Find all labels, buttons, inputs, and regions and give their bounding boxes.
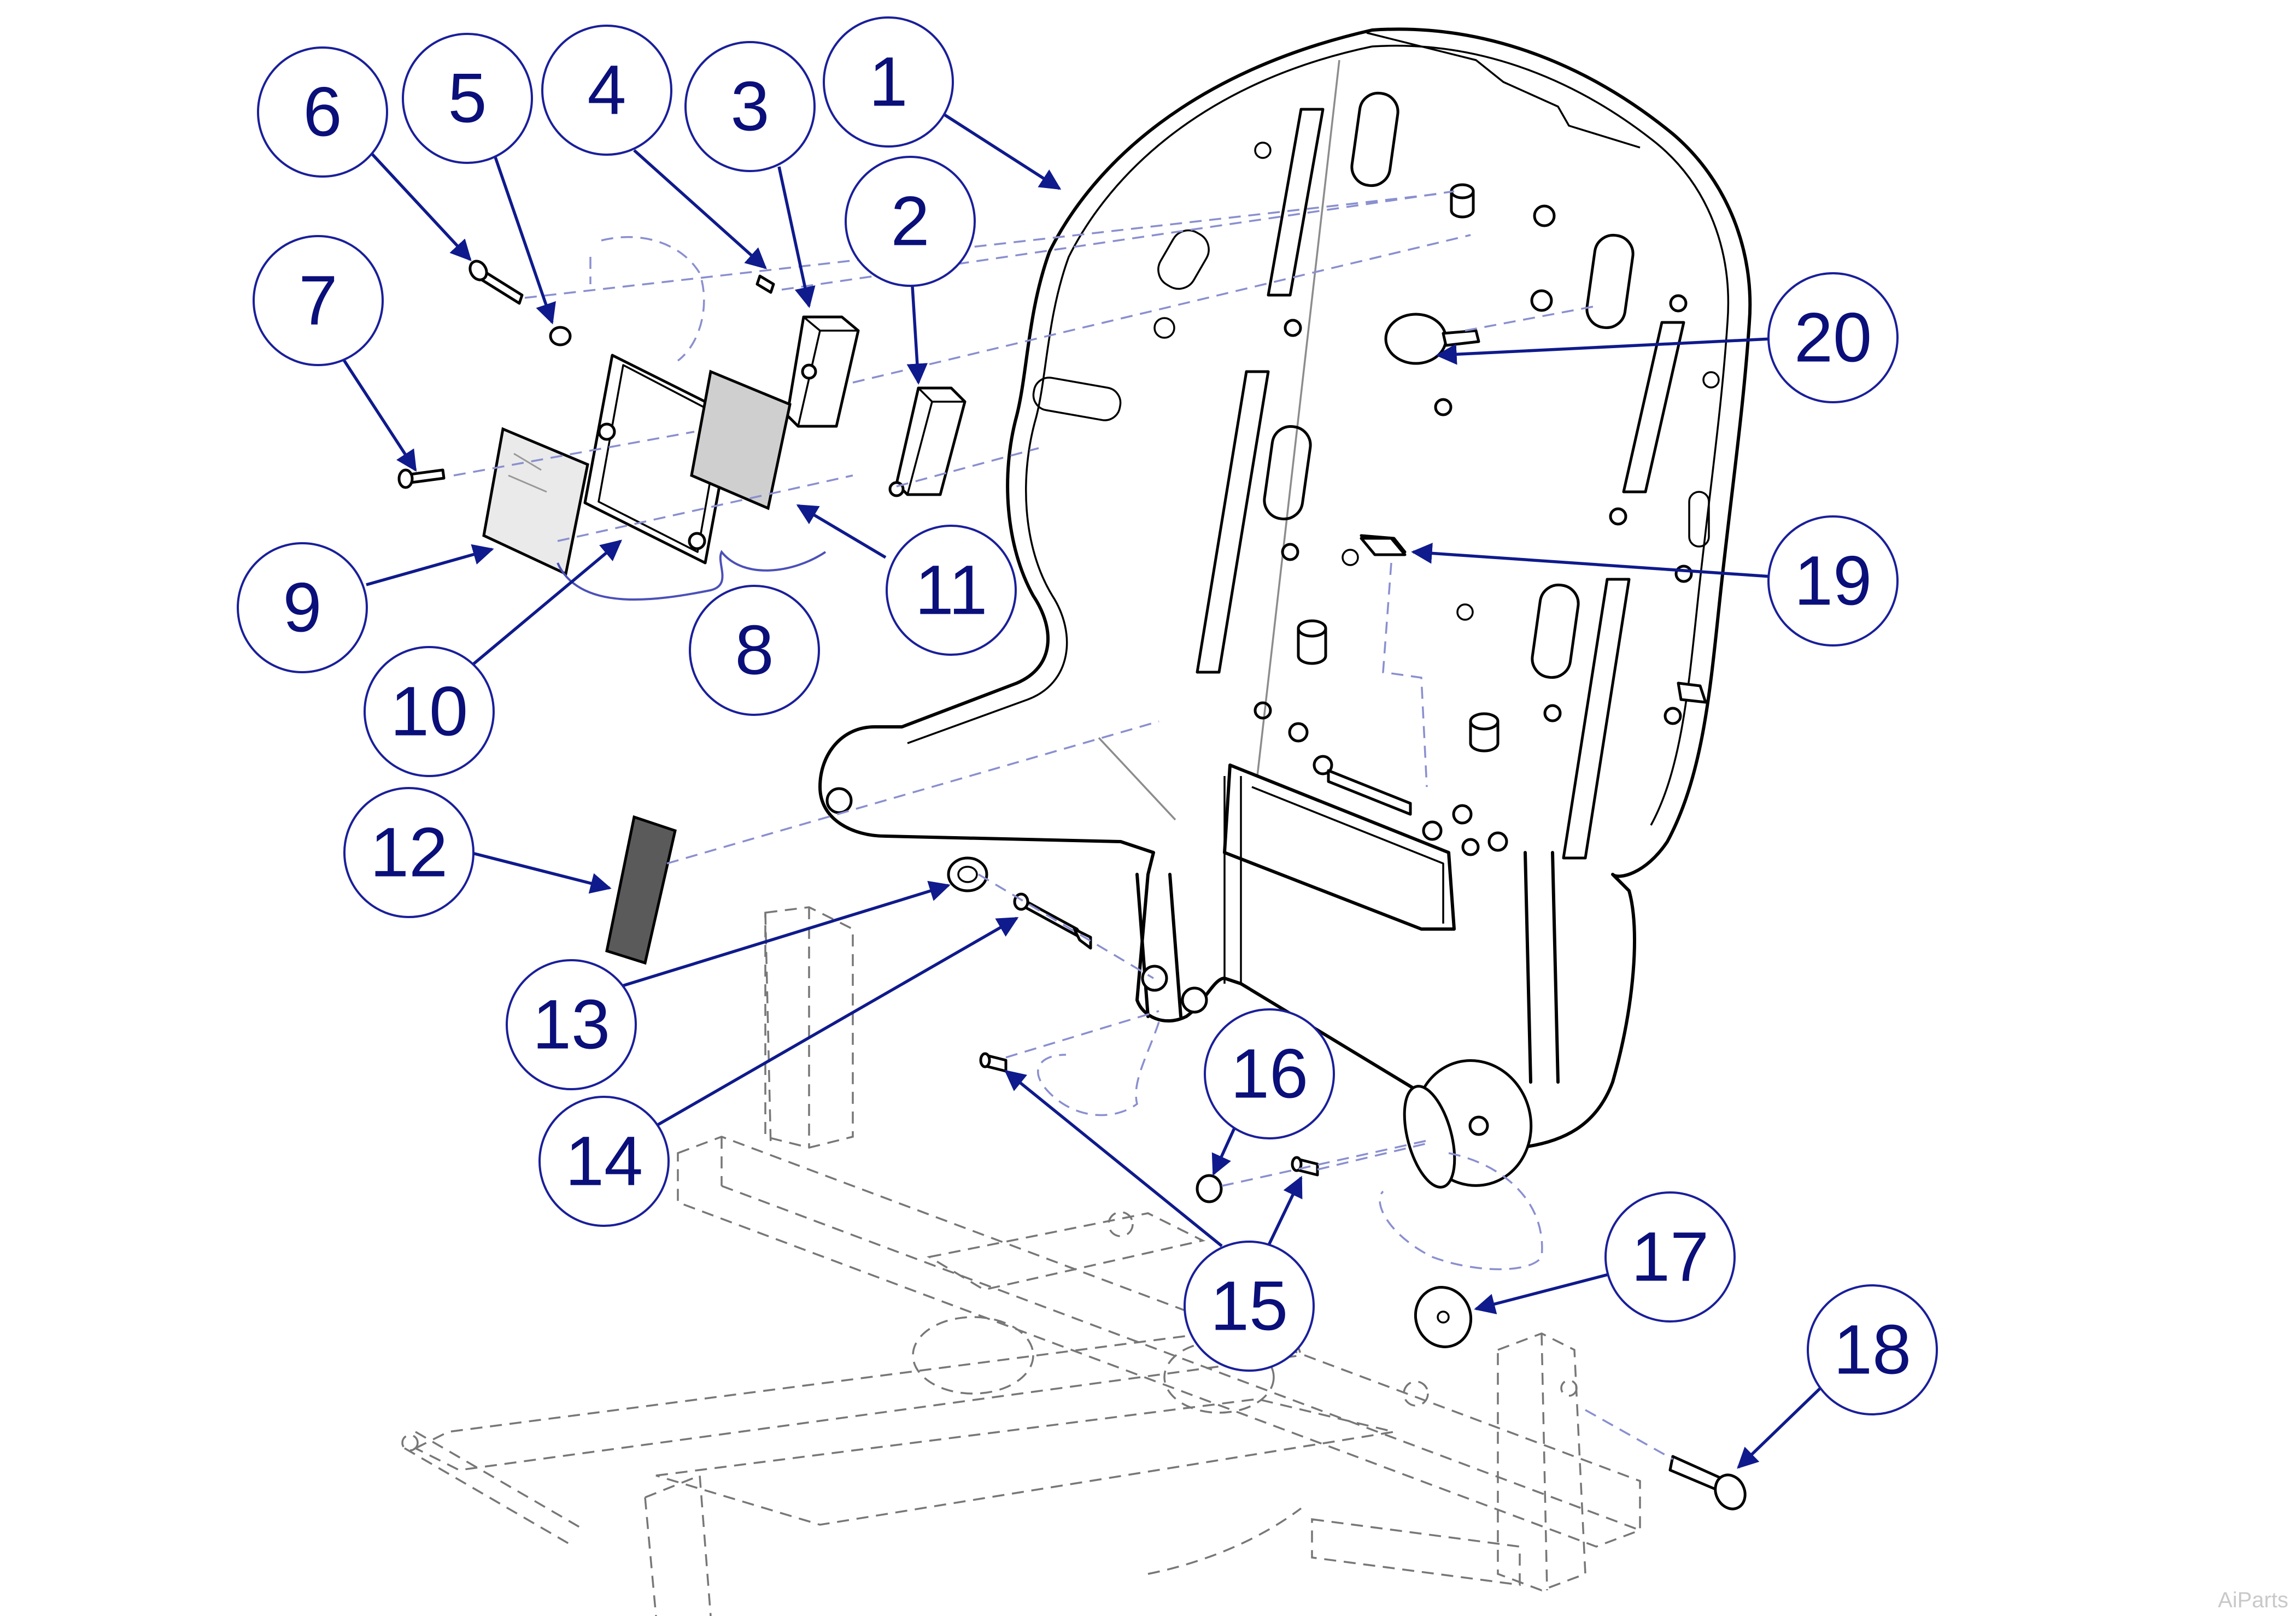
part-20-plug <box>1384 313 1480 365</box>
callout-6: 6 <box>257 46 388 178</box>
plate-standoffs <box>1297 183 1500 753</box>
callout-17: 17 <box>1604 1191 1736 1323</box>
callout-18: 18 <box>1807 1284 1938 1415</box>
callout-8-label: 8 <box>735 612 774 690</box>
part-5-washer <box>549 326 572 346</box>
base-frame-ghost <box>401 906 1641 1616</box>
callout-7-label: 7 <box>298 262 337 340</box>
callout-19: 19 <box>1767 515 1899 647</box>
callout-16-label: 16 <box>1231 1035 1308 1113</box>
callout-17-label: 17 <box>1631 1218 1709 1296</box>
callout-15-label: 15 <box>1210 1267 1288 1345</box>
part-13-bushing <box>947 856 988 892</box>
watermark-text: AiParts <box>2218 1588 2288 1612</box>
part-11-pane <box>690 369 792 510</box>
pane-glare <box>508 453 547 493</box>
part-18-bolt <box>1668 1455 1747 1511</box>
callout-10-label: 10 <box>390 673 468 751</box>
callout-4-label: 4 <box>587 51 626 130</box>
part-6-screw <box>468 260 524 305</box>
part-9-pane <box>482 427 589 576</box>
part-14-pin <box>1013 892 1092 950</box>
callout-7: 7 <box>253 235 384 366</box>
callout-9: 9 <box>237 542 368 673</box>
callout-20: 20 <box>1767 272 1899 403</box>
callout-18-label: 18 <box>1834 1311 1911 1389</box>
assembly-bracket-8 <box>557 550 827 601</box>
callout-11-label: 11 <box>915 551 988 630</box>
callout-5-label: 5 <box>448 60 487 138</box>
callout-2-label: 2 <box>891 183 929 261</box>
callout-13: 13 <box>506 959 637 1090</box>
callout-8: 8 <box>689 585 820 716</box>
callout-9-label: 9 <box>283 569 321 647</box>
part-12-pad <box>605 815 677 965</box>
part-7-screw <box>397 468 446 489</box>
callout-4: 4 <box>541 25 672 156</box>
part-16-plug <box>1196 1174 1223 1203</box>
callout-11: 11 <box>886 525 1017 656</box>
leader-lines <box>337 110 1821 1469</box>
callouts: 1 2 3 4 5 6 7 8 9 10 11 12 13 14 15 16 1… <box>237 16 1938 1415</box>
callout-1: 1 <box>823 16 954 148</box>
callout-12-label: 12 <box>370 814 448 892</box>
callout-3: 3 <box>684 41 816 172</box>
part-17-washer <box>1414 1286 1473 1348</box>
callout-14: 14 <box>538 1096 670 1227</box>
callout-14-label: 14 <box>565 1123 643 1201</box>
callout-13-label: 13 <box>532 986 610 1064</box>
part-2-block <box>888 386 967 497</box>
part-19-wedge <box>1360 537 1407 556</box>
callout-19-label: 19 <box>1794 542 1872 620</box>
callout-15: 15 <box>1184 1241 1315 1372</box>
callout-16: 16 <box>1204 1008 1335 1139</box>
callout-10: 10 <box>364 646 495 777</box>
callout-2: 2 <box>845 156 976 287</box>
callout-20-label: 20 <box>1794 299 1872 377</box>
callout-1-label: 1 <box>869 43 907 121</box>
assembly-lines <box>453 190 1673 1460</box>
part-3-block <box>786 315 860 428</box>
part-4-dowel <box>755 274 775 294</box>
callout-3-label: 3 <box>730 68 769 146</box>
callout-5: 5 <box>402 33 533 164</box>
callout-6-label: 6 <box>303 73 342 151</box>
callout-12: 12 <box>343 787 475 918</box>
